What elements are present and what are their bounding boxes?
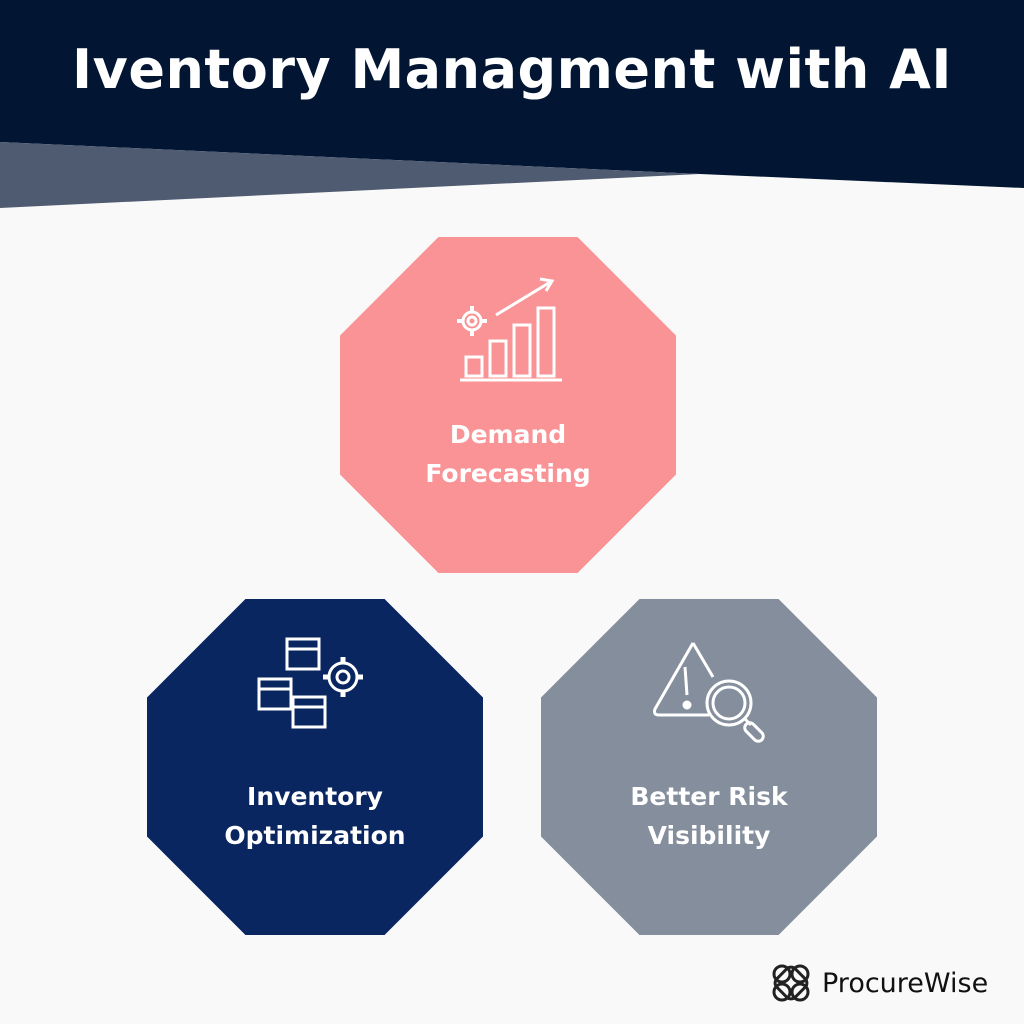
card-title-line1: Inventory <box>247 782 383 811</box>
page-title: Iventory Managment with AI <box>72 38 952 101</box>
boxes-gear-icon <box>257 637 363 729</box>
card-title-line1: Demand <box>449 420 567 449</box>
card-title-line2: Optimization <box>224 821 406 850</box>
brand-logo: ProcureWise <box>770 962 988 1004</box>
chart-growth-gear-icon <box>457 277 562 382</box>
card-title-line1: Better Risk <box>630 782 788 811</box>
card-title-line2: Forecasting <box>425 459 591 488</box>
knot-logo-icon <box>772 964 810 1002</box>
brand-name: ProcureWise <box>822 967 989 999</box>
card-title-line2: Visibility <box>647 821 771 850</box>
warning-magnifier-icon <box>653 642 765 743</box>
